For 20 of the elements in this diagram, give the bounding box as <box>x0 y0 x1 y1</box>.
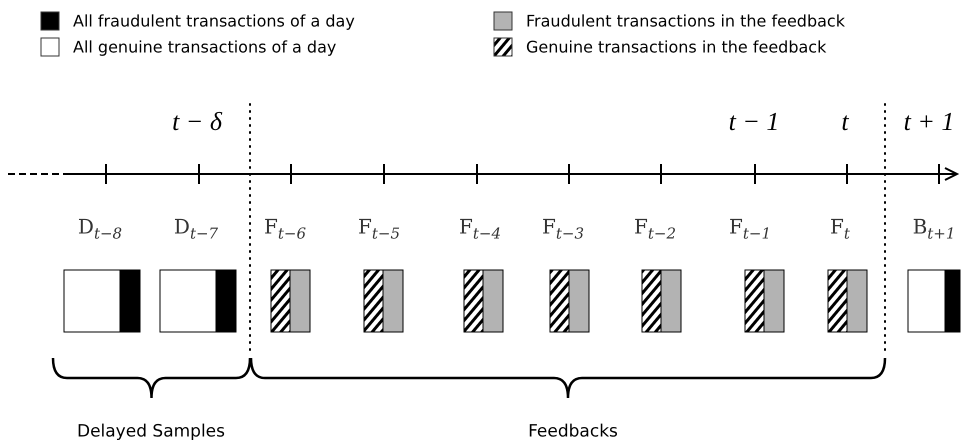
legend-label: All genuine transactions of a day <box>73 38 336 56</box>
day-label: D$_{t−7}$ <box>174 216 218 242</box>
time-label: t − 1 <box>728 109 780 135</box>
day-label: B$_{t+1}$ <box>912 216 956 242</box>
day-label: F$_{t−6}$ <box>264 216 306 242</box>
time-label: t + 1 <box>904 109 954 135</box>
time-label: t <box>841 109 849 135</box>
group-label: Feedbacks <box>528 424 618 440</box>
time-label: t − δ <box>172 109 222 135</box>
day-label: F$_{t}$ <box>830 216 850 242</box>
day-label: F$_{t−2}$ <box>634 216 676 242</box>
day-label: F$_{t−4}$ <box>458 216 502 242</box>
day-label: F$_{t−5}$ <box>358 216 400 242</box>
day-label: F$_{t−1}$ <box>728 216 772 242</box>
legend-label: All fraudulent transactions of a day <box>73 12 355 30</box>
day-label: F$_{t−3}$ <box>542 216 584 242</box>
day-label: D$_{t−8}$ <box>78 216 122 242</box>
legend-label: Genuine transactions in the feedback <box>526 38 826 56</box>
group-label: Delayed Samples <box>77 424 225 440</box>
legend-label: Fraudulent transactions in the feedback <box>526 12 845 30</box>
